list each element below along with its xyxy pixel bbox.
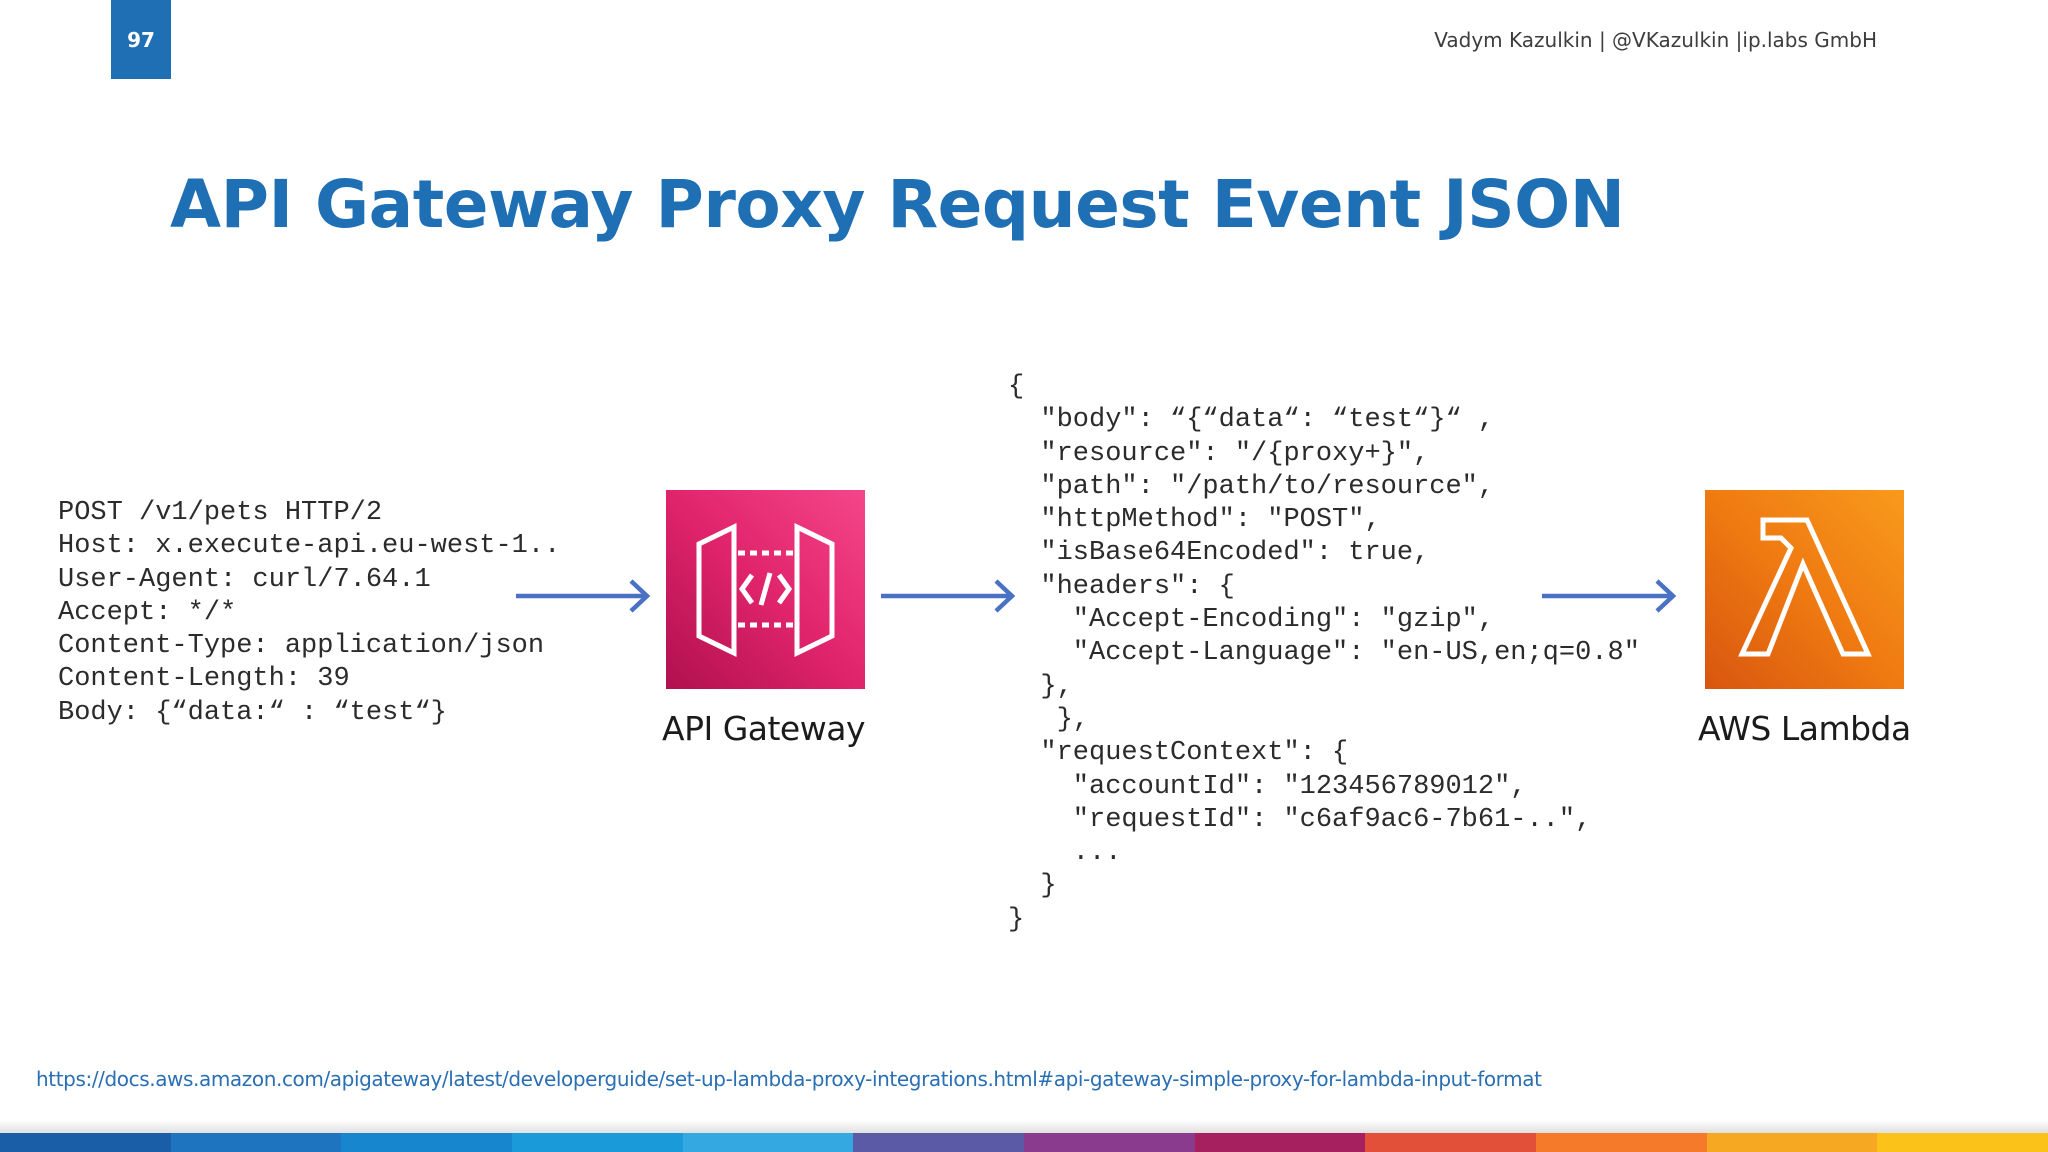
arrow-right-icon: [516, 579, 651, 613]
slide-title: API Gateway Proxy Request Event JSON: [170, 166, 1625, 243]
api-gateway-label: API Gateway: [662, 709, 865, 748]
json-event-line: "body": “{“data“: “test“}“ ,: [1008, 405, 1495, 436]
http-request-line: Host: x.execute-api.eu-west-1..: [58, 531, 561, 562]
json-event-line: "headers": {: [1008, 571, 1235, 602]
http-request-line: Content-Type: application/json: [58, 631, 545, 662]
source-link[interactable]: https://docs.aws.amazon.com/apigateway/l…: [36, 1067, 1542, 1091]
footer-stripe: [1365, 1133, 1537, 1152]
footer-shadow: [0, 1120, 2048, 1133]
json-event-line: "accountId": "123456789012",: [1008, 771, 1527, 802]
json-event-line: "path": "/path/to/resource",: [1008, 471, 1495, 502]
http-request-code: POST /v1/pets HTTP/2 Host: x.execute-api…: [58, 497, 560, 730]
author-credit: Vadym Kazulkin | @VKazulkin |ip.labs Gmb…: [1434, 28, 1877, 52]
footer-stripe: [1194, 1133, 1366, 1152]
footer-color-bar: [0, 1133, 2048, 1152]
footer-stripe: [170, 1133, 342, 1152]
footer-stripe: [1877, 1133, 2048, 1152]
arrow-right-icon: [881, 579, 1016, 613]
footer-stripe: [0, 1133, 171, 1152]
json-event-line: }: [1008, 904, 1025, 935]
json-event-line: "resource": "/{proxy+}",: [1008, 438, 1430, 469]
api-gateway-icon: [666, 490, 865, 689]
arrow-right-icon: [1542, 579, 1677, 613]
footer-stripe: [682, 1133, 854, 1152]
json-event-line: },: [1008, 704, 1090, 735]
slide-number: 97: [111, 0, 171, 79]
footer-stripe: [1706, 1133, 1878, 1152]
json-event-line: },: [1008, 671, 1073, 702]
footer-stripe: [341, 1133, 513, 1152]
http-request-line: Accept: */*: [58, 597, 237, 628]
lambda-icon: [1705, 490, 1904, 689]
json-event-line: "isBase64Encoded": true,: [1008, 538, 1430, 569]
footer-stripe: [853, 1133, 1025, 1152]
footer-stripe: [512, 1133, 683, 1152]
json-event-line: ...: [1008, 838, 1122, 869]
json-event-line: "requestId": "c6af9ac6-7b61-..",: [1008, 804, 1592, 835]
http-request-line: User-Agent: curl/7.64.1: [58, 564, 431, 595]
http-request-line: POST /v1/pets HTTP/2: [58, 498, 383, 528]
json-event-line: {: [1008, 372, 1025, 402]
http-request-line: Body: {“data:“ : “test“}: [58, 697, 447, 728]
footer-stripe: [1024, 1133, 1195, 1152]
json-event-line: "requestContext": {: [1008, 738, 1349, 769]
http-request-line: Content-Length: 39: [58, 664, 350, 695]
json-event-code: { "body": “{“data“: “test“}“ , "resource…: [1008, 371, 1640, 937]
json-event-line: }: [1008, 871, 1057, 902]
json-event-line: "Accept-Encoding": "gzip",: [1008, 605, 1495, 636]
json-event-line: "Accept-Language": "en-US,en;q=0.8": [1008, 638, 1640, 669]
json-event-line: "httpMethod": "POST",: [1008, 505, 1381, 536]
footer-stripe: [1536, 1133, 1707, 1152]
aws-lambda-label: AWS Lambda: [1698, 709, 1911, 748]
